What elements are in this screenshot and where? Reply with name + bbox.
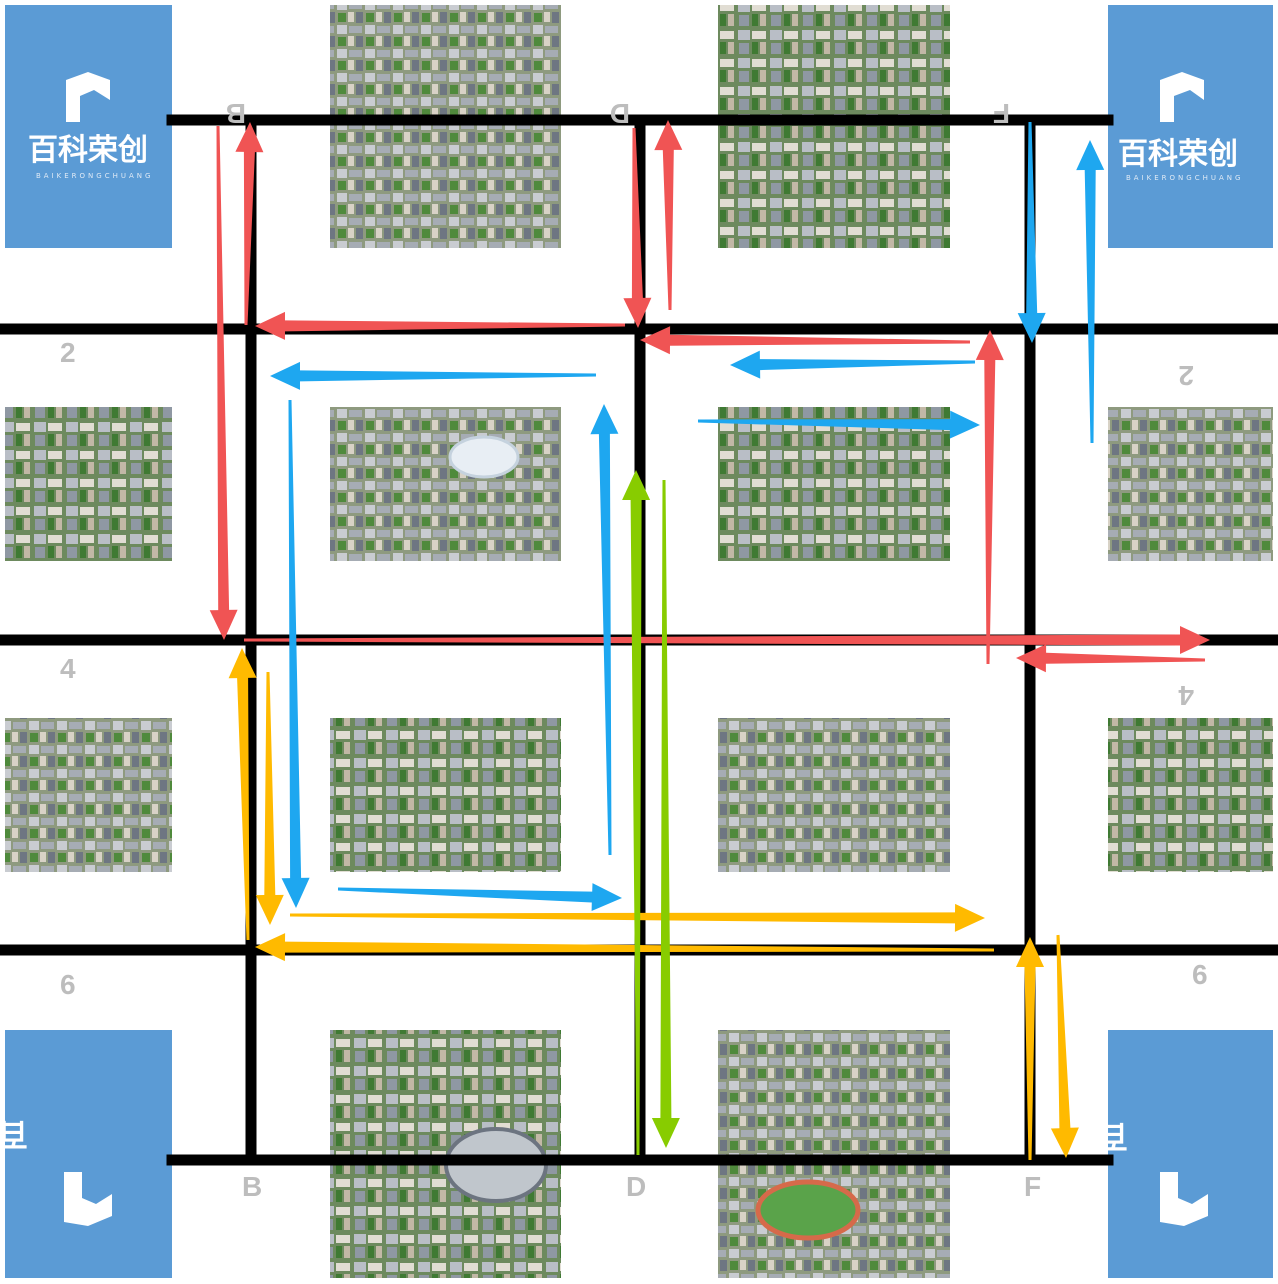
logo-tile-top-left: 百科荣创 BAIKERONGCHUANG [5,5,172,248]
city-tile-row3-center-left [330,718,561,872]
yellow-arrow-5 [1016,937,1044,1160]
label-bottom-F: F [1024,1171,1041,1202]
yellow-arrow-4 [255,933,994,962]
blue-arrow-3 [270,361,596,390]
city-tile-row3-center-right [718,718,950,872]
label-bottom-B: B [242,1171,262,1202]
logo-text: 百科荣创 [0,1116,28,1151]
label-left-2: 2 [60,337,76,368]
green-arrow-1 [622,470,651,1155]
label-top-B: B [226,98,246,129]
logo-subtext: BAIKERONGCHUANG [1126,174,1243,182]
blue-arrow-2 [730,350,975,379]
city-tile-row2-right [1108,407,1273,561]
label-bottom-D: D [626,1171,646,1202]
yellow-arrow-6 [1050,934,1079,1158]
logo-mark-icon [1160,1172,1208,1226]
city-tile-row2-center-left [330,407,561,561]
logo-tile-top-right: 百科荣创 BAIKERONGCHUANG [1108,5,1273,248]
city-tile-row3-right [1108,718,1273,872]
red-arrow-3 [975,330,1004,664]
stadium-dome [448,435,520,479]
blue-arrow-4 [281,400,310,908]
logo-subtext: BAIKERONGCHUANG [36,172,153,180]
yellow-arrow-2 [255,672,284,925]
label-right-4: 4 [1178,680,1194,711]
red-arrow-2 [244,626,1210,654]
red-arrow-7 [255,311,625,340]
label-right-6: 6 [1192,959,1208,990]
city-tile-row2-center-right [718,407,950,561]
red-arrow-8 [235,122,264,325]
sports-field [755,1179,861,1241]
logo-text: 百科荣创 [1118,137,1238,172]
blue-arrow-6 [590,404,619,855]
blue-arrow-7 [698,410,980,439]
label-left-4: 4 [60,653,76,684]
yellow-arrow-1 [228,648,257,940]
city-tile-top-center-left [330,5,561,248]
logo-text: 百科荣创 [28,133,148,168]
red-arrow-5 [623,128,652,328]
label-left-6: 6 [60,969,76,1000]
blue-arrow-1 [1017,122,1046,343]
label-right-2: 2 [1178,360,1194,391]
logo-tile-bottom-right: 百科荣创 [1008,1030,1273,1278]
red-arrow-6 [654,120,683,310]
logo-mark-icon [64,1172,112,1226]
city-tile-row2-left [5,407,172,561]
route-arrows [209,120,1210,1160]
blue-arrow-8 [1076,140,1105,443]
city-tile-row3-left [5,718,172,872]
red-arrow-4 [640,326,970,355]
logo-mark-icon [66,72,110,122]
blue-arrow-5 [338,883,622,911]
logo-tile-bottom-left: 百科荣创 [0,1030,172,1278]
logo-mark-icon [1160,72,1204,122]
red-arrow-1 [209,126,238,640]
city-tile-top-center-right [718,5,950,248]
grid-labels: B D F B D F 2 4 6 2 4 6 [60,98,1208,1202]
city-tile-bottom-center-right [718,1030,950,1278]
green-arrow-2 [651,480,680,1148]
label-top-F: F [993,98,1010,129]
red-arrow-9 [1016,644,1205,673]
label-top-D: D [610,98,630,129]
city-tiles [5,5,1273,1278]
